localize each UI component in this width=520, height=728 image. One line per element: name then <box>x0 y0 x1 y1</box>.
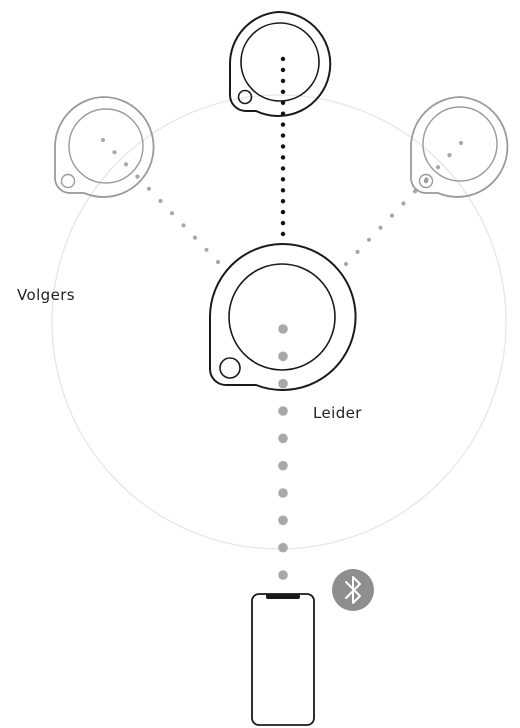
connection-dot <box>278 515 288 526</box>
connection-dot <box>278 378 288 389</box>
connection-dot <box>278 570 288 580</box>
connection-dot <box>278 351 288 362</box>
connection-dot <box>112 150 117 155</box>
connection-dot <box>278 488 288 498</box>
connection-dot <box>278 542 288 553</box>
followers-label: Volgers <box>17 286 75 304</box>
connection-dot <box>123 162 129 167</box>
connection-dot <box>280 199 286 204</box>
connection-dot <box>280 144 286 149</box>
connection-dot <box>366 237 372 242</box>
connection-dot <box>192 235 198 240</box>
connection-dot <box>278 406 288 416</box>
connection-dot <box>278 460 288 471</box>
connection-dot <box>278 433 288 444</box>
connection-dot <box>100 137 106 143</box>
connection-dot <box>181 223 186 228</box>
connection-dot <box>280 166 286 171</box>
connection-dot <box>280 155 286 160</box>
connection-dot <box>280 209 286 215</box>
connection-dot <box>280 78 286 84</box>
right-follower-connection <box>343 140 464 267</box>
connection-dot <box>280 89 286 95</box>
follower-tag-top <box>228 10 332 117</box>
connection-dot <box>278 324 288 334</box>
connection-dot <box>280 122 286 127</box>
top-follower-connection <box>280 56 286 237</box>
connection-dot <box>280 231 286 237</box>
connection-dot <box>280 133 286 138</box>
connection-dot <box>146 186 152 191</box>
connection-dot <box>169 211 175 216</box>
follower-tag-right <box>410 96 509 198</box>
connection-dot <box>378 225 383 230</box>
connection-dot <box>280 67 286 73</box>
connection-dot <box>435 165 441 170</box>
connection-dot <box>158 198 163 204</box>
connection-dot <box>280 220 286 226</box>
connection-dot <box>389 213 395 218</box>
connection-dot <box>458 140 464 146</box>
phone-connection <box>278 324 288 580</box>
phone-notch <box>266 594 300 599</box>
connection-dot <box>204 247 209 252</box>
connection-dot <box>215 259 221 265</box>
follower-tag-left <box>54 96 155 198</box>
connection-dot <box>280 56 286 62</box>
leader-label: Leider <box>313 404 362 422</box>
range-circle <box>51 94 507 550</box>
left-follower-connection <box>100 137 221 265</box>
connection-dot <box>135 174 140 179</box>
connection-dot <box>447 153 452 158</box>
connection-dot <box>401 201 406 206</box>
connection-dot <box>280 177 286 182</box>
connection-dot <box>355 249 360 254</box>
connection-dot <box>343 261 349 267</box>
connection-dot <box>280 188 286 193</box>
bluetooth-icon <box>332 569 374 611</box>
leader-tag <box>209 242 357 391</box>
smartphone <box>251 593 315 726</box>
